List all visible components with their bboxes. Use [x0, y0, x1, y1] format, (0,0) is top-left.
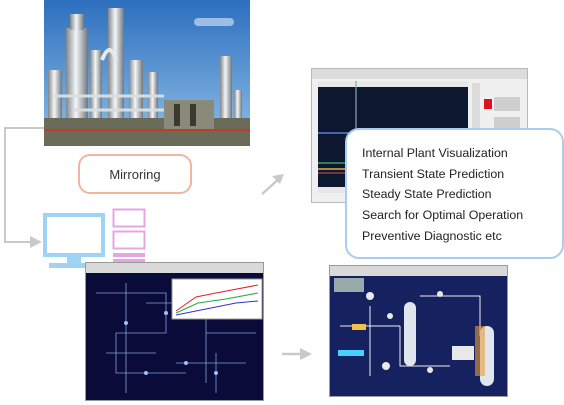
server-icon — [112, 208, 146, 263]
feature-item: Transient State Prediction — [362, 166, 505, 181]
feature-item: Steady State Prediction — [362, 187, 492, 202]
connector-line — [4, 127, 6, 243]
mirroring-text: Mirroring — [109, 166, 161, 182]
feature-item: Search for Optimal Operation — [362, 208, 524, 223]
mirroring-label: Mirroring — [78, 154, 192, 194]
feature-item: Preventive Diagnostic etc — [362, 228, 502, 243]
connector-line — [4, 127, 44, 129]
arrow-icon — [261, 174, 284, 195]
feature-item: Internal Plant Visualization — [362, 146, 508, 160]
plant-schematic-screen — [85, 262, 264, 401]
process-display-screen — [329, 265, 508, 397]
computer-icon — [43, 213, 105, 268]
feature-callout: Internal Plant Visualization Transient S… — [345, 128, 564, 259]
arrow-icon — [30, 236, 42, 248]
arrow-icon — [282, 348, 312, 360]
connector-line — [4, 241, 32, 243]
plant-photo — [44, 0, 250, 146]
